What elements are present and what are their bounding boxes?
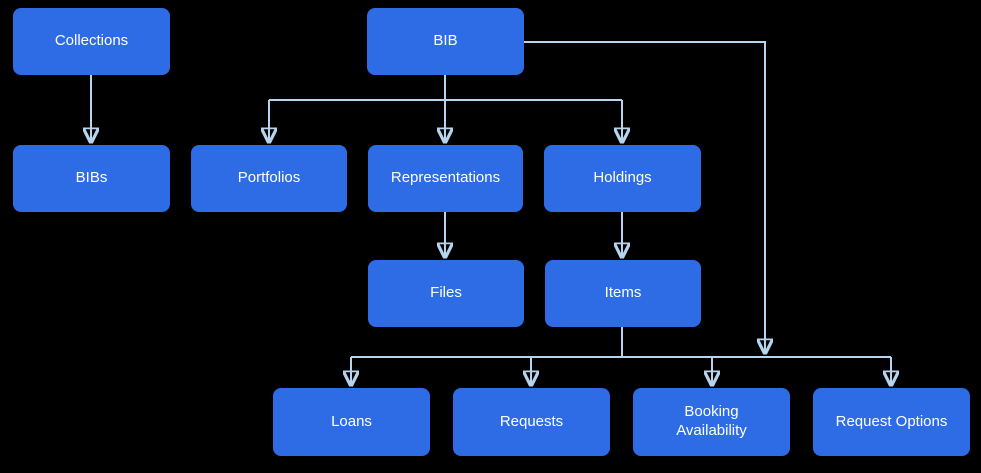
node-portfolios: Portfolios <box>191 145 347 212</box>
node-representations: Representations <box>368 145 523 212</box>
node-loans-label: Loans <box>331 412 372 430</box>
node-holdings: Holdings <box>544 145 701 212</box>
node-collections-label: Collections <box>54 32 129 50</box>
node-loans: Loans <box>273 388 430 456</box>
node-items-label: Items <box>604 284 642 302</box>
node-collections: Collections <box>13 8 170 75</box>
node-files-label: Files <box>430 284 462 302</box>
node-holdings-label: Holdings <box>593 169 652 187</box>
node-items: Items <box>545 260 701 327</box>
node-representations-label: Representations <box>390 169 501 187</box>
node-portfolios-label: Portfolios <box>237 169 301 187</box>
node-bib: BIB <box>367 8 524 75</box>
node-request-options: Request Options <box>813 388 970 456</box>
edge-bib-request-options <box>524 41 765 353</box>
node-files: Files <box>368 260 524 327</box>
node-booking-availability: Booking Availability <box>633 388 790 456</box>
node-bibs: BIBs <box>13 145 170 212</box>
node-requests: Requests <box>453 388 610 456</box>
node-booking-availability-label: Booking Availability <box>676 403 747 439</box>
node-request-options-label: Request Options <box>835 412 948 430</box>
node-bibs-label: BIBs <box>75 169 108 187</box>
node-requests-label: Requests <box>499 412 564 430</box>
node-bib-label: BIB <box>433 32 458 50</box>
